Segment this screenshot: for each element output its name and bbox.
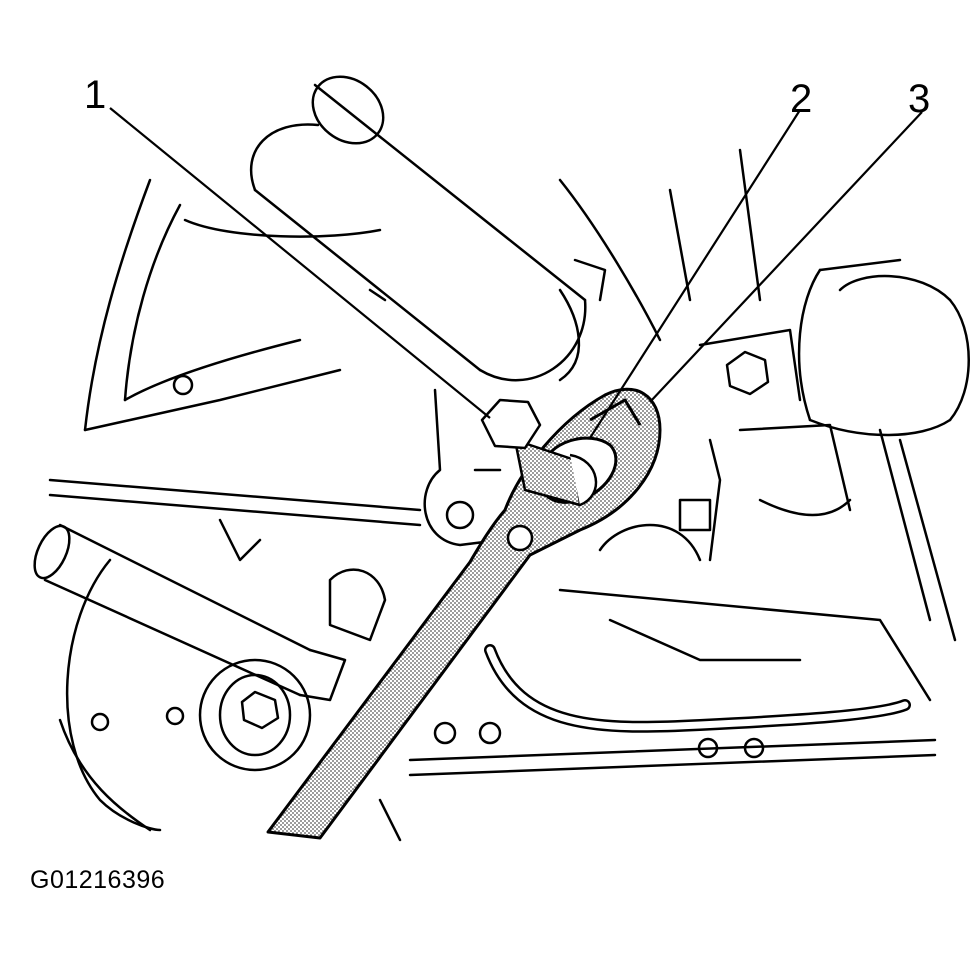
callout-1: 1: [84, 73, 106, 117]
lower-block: [380, 440, 930, 840]
wheel-hub: [60, 520, 385, 830]
wire-harness: [435, 650, 905, 757]
upper-right-structure: [560, 150, 969, 640]
frame-rail: [50, 480, 935, 775]
callout-3: 3: [908, 77, 930, 121]
leader-lines: [110, 108, 922, 438]
mount-bracket: [425, 390, 500, 545]
figure-id: G01216396: [30, 866, 166, 894]
leader-line-3: [650, 112, 922, 402]
leader-line-1: [110, 108, 490, 418]
callout-2: 2: [790, 77, 812, 121]
leader-line-2: [590, 110, 800, 438]
wrench: [268, 389, 660, 838]
bolt: [482, 400, 596, 550]
left-housing: [85, 180, 380, 430]
tool-cylinder: [251, 63, 605, 380]
pry-bar: [27, 521, 345, 700]
